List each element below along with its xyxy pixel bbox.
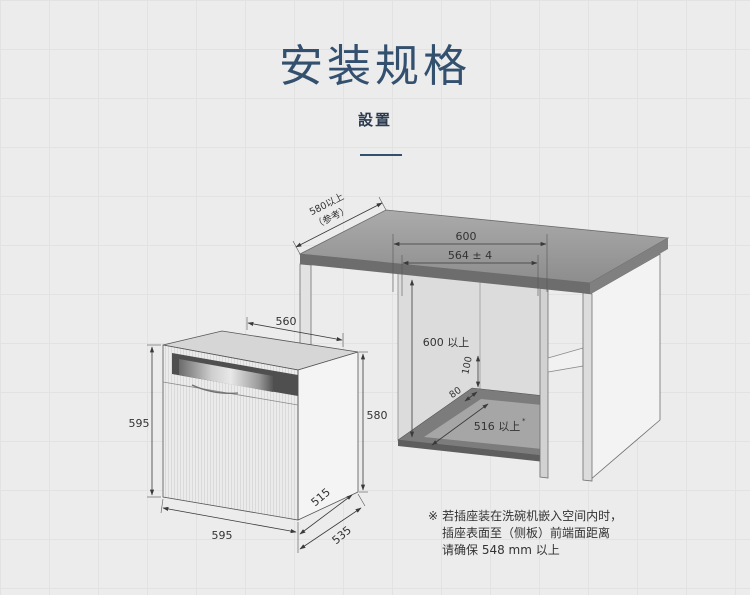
dim-dishwasher-height-back-label: 580 [367, 409, 388, 422]
dishwasher-handle [191, 384, 239, 394]
dim-opening-height-label: 600 以上 [423, 336, 470, 349]
dim-toe-height-label: 100 [460, 355, 475, 375]
dim-ext-line [160, 498, 164, 514]
countertop-front-edge [300, 254, 590, 294]
installation-note: ※若插座装在洗碗机嵌入空间内时， 插座表面至（侧板）前端面距离 请确保 548 … [428, 508, 728, 559]
title-underline [360, 154, 402, 156]
page-subtitle: 設置 [357, 111, 392, 129]
note-text: 若插座装在洗碗机嵌入空间内时， [442, 509, 623, 523]
dishwasher-control-panel-glass [179, 359, 273, 392]
dim-ext-line [378, 196, 387, 211]
dim-opening-width-label: 600 [456, 230, 477, 243]
dishwasher [162, 330, 359, 521]
dim-dishwasher-height-front-label: 595 [129, 417, 150, 430]
countertop [298, 209, 670, 294]
note-line: 插座表面至（侧板）前端面距离 [442, 526, 611, 540]
note-line: ※若插座装在洗碗机嵌入空间内时， [428, 508, 728, 525]
dim-opening-depth-line [431, 403, 489, 446]
page-title: 安装规格 [279, 41, 471, 92]
dim-dishwasher-width-line [162, 506, 297, 534]
countertop-side-edge [590, 238, 668, 294]
dim-opening-inner-width-label: 564 ± 4 [448, 249, 492, 262]
note-mark: ※ [428, 509, 439, 523]
dim-dishwasher-width-label: 595 [212, 529, 233, 542]
dim-opening-depth-label: 516 以上 [474, 420, 521, 433]
cabinet-partition [539, 284, 549, 479]
dim-dishwasher-top-line [247, 321, 343, 342]
dim-toe-depth-line [464, 391, 478, 402]
dim-dishwasher-depth-inner-line [299, 494, 353, 535]
note-line: 请确保 548 mm 以上 [442, 543, 560, 557]
dim-opening-depth-mark: * [522, 417, 526, 425]
cabinet-right-front-panel [582, 292, 593, 482]
dim-countertop-depth-line [295, 202, 383, 248]
cabinet-shelf [547, 347, 584, 373]
opening-floor-edge [398, 440, 545, 462]
dim-ext-line [357, 493, 366, 507]
dim-dishwasher-top-label: 560 [276, 315, 297, 328]
dim-ext-line [292, 240, 301, 255]
